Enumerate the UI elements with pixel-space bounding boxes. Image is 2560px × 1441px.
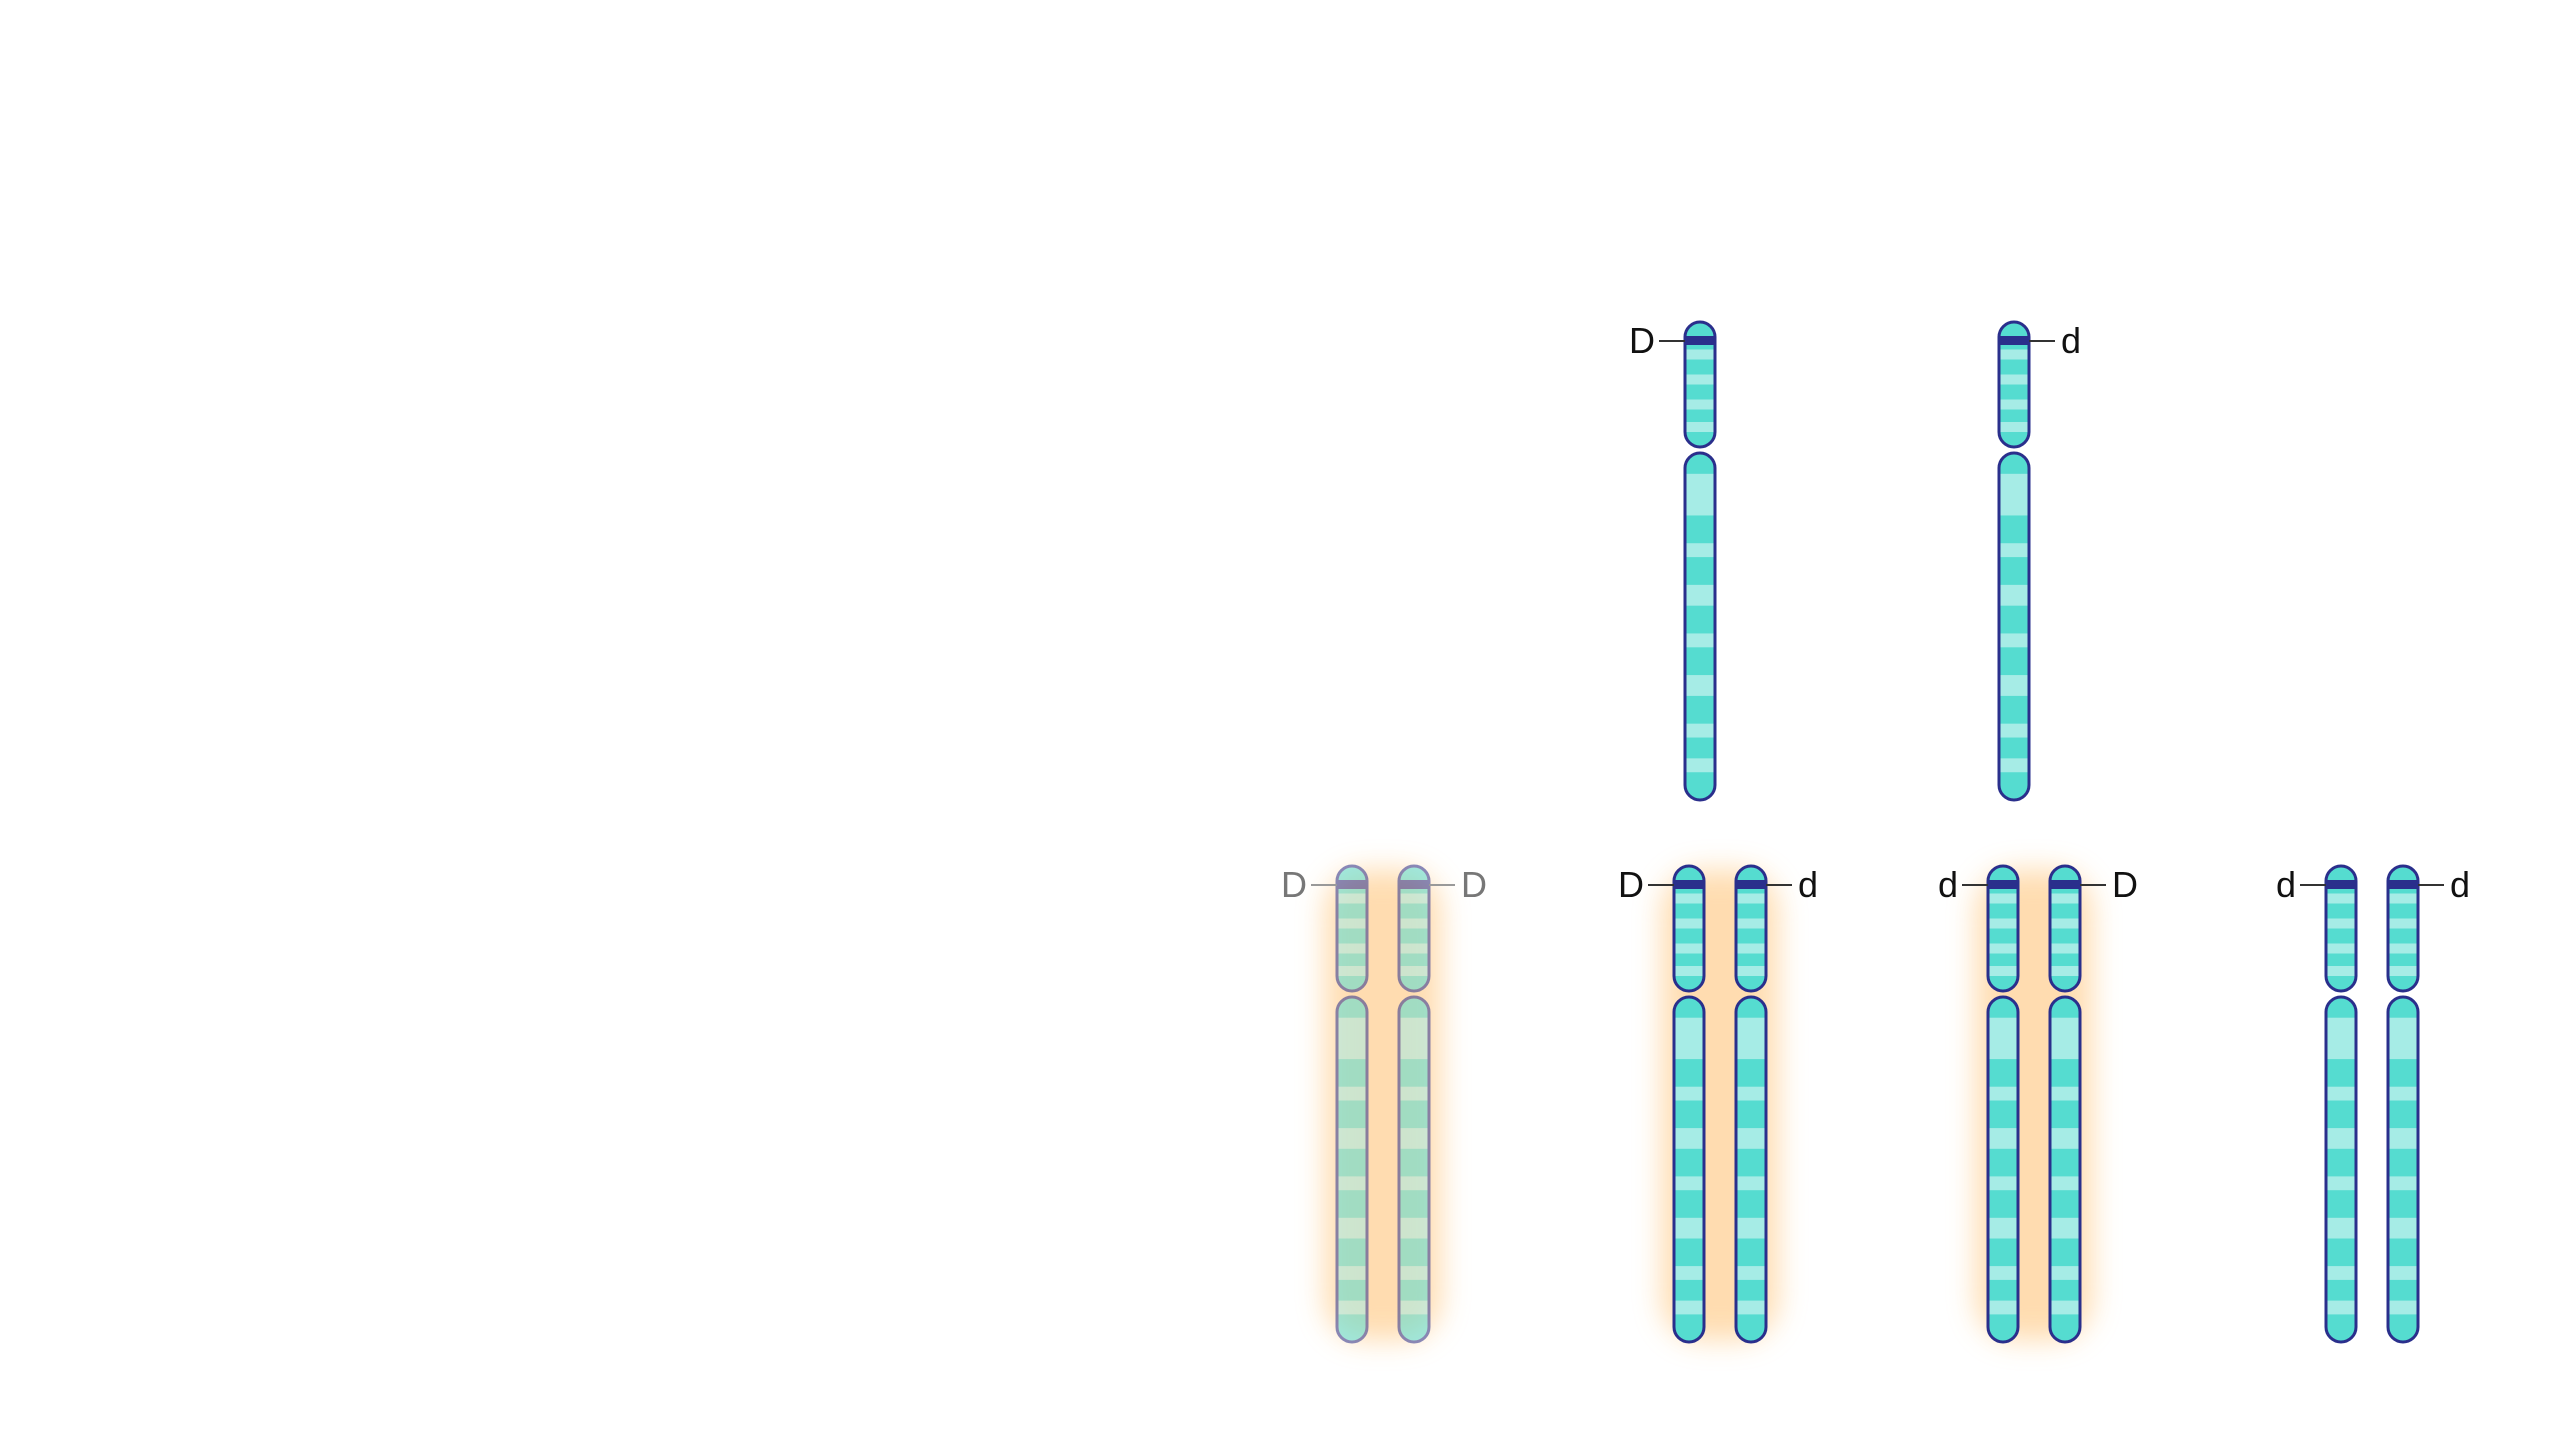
offspring-allele-label-DD-2: D — [1429, 864, 1487, 905]
allele-label: D — [1461, 864, 1487, 905]
allele-label: D — [2112, 864, 2138, 905]
gene-locus-marker — [2388, 880, 2418, 889]
offspring-allele-label-dd-2: d — [2418, 864, 2470, 905]
offspring-allele-label-Dd-1: D — [1618, 864, 1674, 905]
parent-chromosome-1 — [1683, 320, 1717, 802]
allele-label: d — [1938, 864, 1958, 905]
offspring-chromosome-DD-2 — [1397, 864, 1431, 1344]
offspring-allele-label-dd-1: d — [2276, 864, 2326, 905]
gene-locus-marker — [1988, 880, 2018, 889]
offspring-chromosome-dD-1 — [1986, 864, 2020, 1344]
offspring-chromosome-Dd-1 — [1672, 864, 1706, 1344]
gene-locus-marker — [2326, 880, 2356, 889]
offspring-chromosome-dd-1 — [2324, 864, 2358, 1344]
offspring-chromosome-dd-2 — [2386, 864, 2420, 1344]
gene-locus-marker — [1685, 336, 1715, 345]
offspring-allele-label-Dd-2: d — [1766, 864, 1818, 905]
allele-label: D — [1629, 320, 1655, 361]
allele-label: d — [2061, 320, 2081, 361]
gene-locus-marker — [1674, 880, 1704, 889]
offspring-allele-label-dD-1: d — [1938, 864, 1988, 905]
gene-locus-marker — [2050, 880, 2080, 889]
gene-locus-marker — [1999, 336, 2029, 345]
offspring-chromosome-Dd-2 — [1734, 864, 1768, 1344]
offspring-chromosome-dD-2 — [2048, 864, 2082, 1344]
allele-label: D — [1281, 864, 1307, 905]
parent-allele-label-2: d — [2029, 320, 2081, 361]
offspring-allele-label-dD-2: D — [2080, 864, 2138, 905]
offspring-chromosome-DD-1 — [1335, 864, 1369, 1344]
allele-label: d — [1798, 864, 1818, 905]
offspring-allele-label-DD-1: D — [1281, 864, 1337, 905]
gene-locus-marker — [1736, 880, 1766, 889]
allele-label: d — [2450, 864, 2470, 905]
allele-label: D — [1618, 864, 1644, 905]
gene-locus-marker — [1337, 880, 1367, 889]
gene-locus-marker — [1399, 880, 1429, 889]
parent-chromosome-2 — [1997, 320, 2031, 802]
parent-allele-label-1: D — [1629, 320, 1685, 361]
allele-label: d — [2276, 864, 2296, 905]
